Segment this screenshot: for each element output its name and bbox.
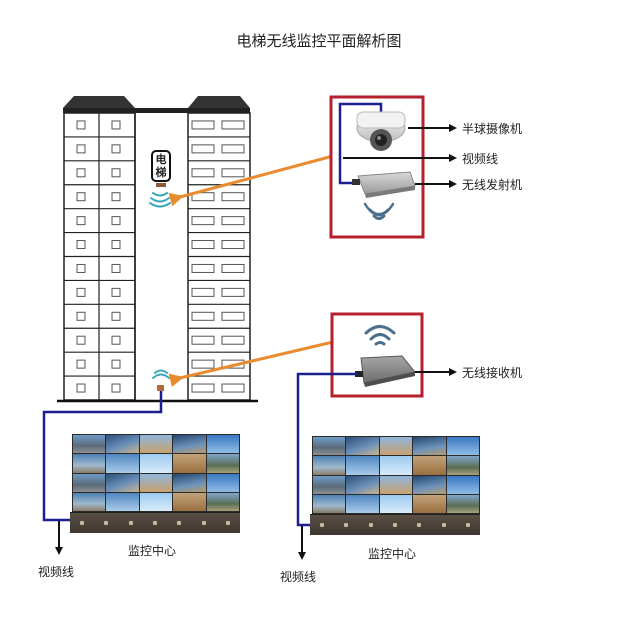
- dome-camera-icon: [356, 111, 406, 151]
- transmitter-wifi-icon: [363, 202, 395, 220]
- video-wall-tile: [206, 454, 239, 473]
- wireless-receiver-icon: [355, 355, 416, 387]
- video-wall-tile: [206, 435, 239, 454]
- video-wall-tile: [379, 494, 413, 513]
- video-cable-loop: [338, 102, 383, 185]
- video-wall-right: [312, 436, 480, 514]
- left-roof: [63, 96, 135, 108]
- video-wall-tile: [106, 492, 139, 511]
- receiver-wifi-icon: [364, 325, 396, 346]
- label-wireless-receiver: 无线接收机: [462, 366, 523, 380]
- video-wall-tile: [139, 473, 173, 492]
- video-cable-label-right: 视频线: [280, 570, 317, 584]
- video-wall-tile: [346, 475, 379, 494]
- video-wall-tile: [379, 456, 413, 475]
- video-wall-tile: [106, 435, 139, 454]
- video-wall-tile: [173, 492, 206, 511]
- video-wall-tile: [346, 456, 379, 475]
- video-wall-tile: [139, 492, 173, 511]
- ground-wifi-icon: [152, 369, 170, 379]
- monitor-center-label-left: 监控中心: [128, 544, 177, 558]
- video-wall-tile: [313, 437, 346, 456]
- signal-arrow-upper: [168, 154, 334, 207]
- console-cabinet-right: [310, 514, 480, 535]
- elevator-tag-base: [156, 183, 166, 187]
- right-roof: [188, 96, 250, 108]
- video-wall-tile: [413, 437, 446, 456]
- video-wall-tile: [206, 492, 239, 511]
- wireless-transmitter-icon: [352, 171, 416, 198]
- video-wall-tile: [346, 494, 379, 513]
- monitor-center-label-right: 监控中心: [368, 547, 417, 561]
- console-cabinet-left: [70, 512, 240, 533]
- video-wall-tile: [413, 475, 446, 494]
- elevator-wifi-icon: [149, 192, 171, 208]
- label-wireless-transmitter: 无线发射机: [462, 178, 523, 192]
- video-wall-tile: [446, 437, 479, 456]
- label-dome-camera: 半球摄像机: [462, 122, 523, 136]
- video-wall-tile: [173, 454, 206, 473]
- video-cable-right: [296, 372, 358, 527]
- video-wall-tile: [206, 473, 239, 492]
- video-wall-tile: [446, 475, 479, 494]
- video-wall-left: [72, 434, 240, 512]
- video-wall-tile: [106, 473, 139, 492]
- diagram-title: 电梯无线监控平面解析图: [236, 32, 402, 50]
- video-wall-tile: [413, 494, 446, 513]
- video-wall-tile: [346, 437, 379, 456]
- video-wall-tile: [313, 456, 346, 475]
- video-wall-tile: [73, 435, 106, 454]
- video-wall-tile: [73, 492, 106, 511]
- video-wall-tile: [446, 494, 479, 513]
- elevator-antenna-node: [157, 385, 164, 391]
- video-wall-tile: [73, 454, 106, 473]
- video-wall-tile: [379, 475, 413, 494]
- video-wall-tile: [313, 494, 346, 513]
- signal-arrow-lower: [168, 340, 334, 388]
- video-wall-tile: [106, 454, 139, 473]
- video-wall-tile: [139, 435, 173, 454]
- video-wall-tile: [173, 435, 206, 454]
- elevator-tag: 电 梯: [151, 150, 171, 182]
- video-wall-tile: [413, 456, 446, 475]
- video-wall-tile: [139, 454, 173, 473]
- video-wall-tile: [73, 473, 106, 492]
- video-wall-tile: [446, 456, 479, 475]
- video-wall-tile: [173, 473, 206, 492]
- video-cable-left: [42, 391, 163, 522]
- video-cable-label-left: 视频线: [38, 565, 75, 579]
- video-wall-tile: [379, 437, 413, 456]
- video-wall-tile: [313, 475, 346, 494]
- label-video-cable: 视频线: [462, 152, 499, 166]
